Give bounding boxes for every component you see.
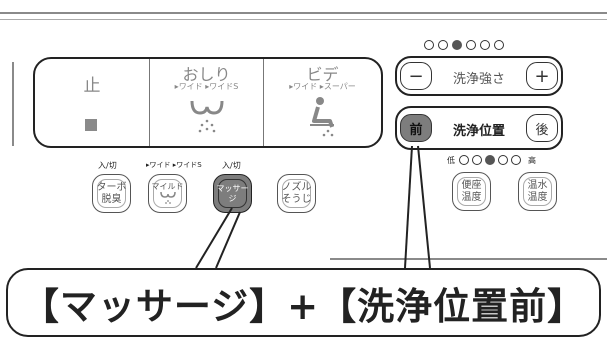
water-temp-label: 温度 — [527, 191, 548, 203]
mild-label: マイルド — [151, 181, 184, 191]
strength-dot — [494, 40, 504, 50]
mild-button[interactable]: マイルド — [148, 174, 187, 213]
callout-text: 【マッサージ】+【洗浄位置前】 — [21, 284, 586, 328]
bidet-label: ビデ — [306, 65, 339, 84]
left-frame-line — [12, 62, 14, 146]
strength-plus-button[interactable]: + — [526, 62, 558, 90]
strength-control: − 洗浄強さ + — [395, 56, 563, 96]
mild-spray-icon — [159, 192, 176, 204]
temp-level-indicator — [459, 155, 521, 165]
turbo-label: ターボ — [96, 182, 127, 193]
wide-label-mild: ▸ワイド ▸ワイドS — [146, 161, 202, 169]
seat-label: 便座 — [461, 180, 482, 191]
top-frame-line-1 — [0, 12, 607, 14]
strength-dot-active — [452, 40, 462, 50]
oshiri-label: おしり — [182, 65, 231, 84]
water-temp-button[interactable]: 温水 温度 — [518, 172, 557, 211]
stop-square-icon — [85, 119, 97, 131]
deodorize-label: 脱臭 — [101, 193, 122, 205]
position-label: 洗浄位置 — [452, 124, 505, 139]
strength-minus-button[interactable]: − — [400, 62, 432, 90]
bidet-spray-icon — [310, 97, 334, 137]
panel-divider — [263, 59, 264, 146]
top-frame-line-2 — [0, 19, 607, 20]
massage-button[interactable]: マッサージ — [213, 174, 252, 213]
seat-temp-label: 温度 — [461, 191, 482, 203]
instruction-callout: 【マッサージ】+【洗浄位置前】 — [6, 268, 601, 337]
massage-label: マッサージ — [216, 184, 249, 203]
strength-level-indicator — [424, 40, 504, 50]
position-control: 前 洗浄位置 後 — [395, 106, 563, 150]
temp-dot-active — [485, 155, 495, 165]
clean-label: そうじ — [281, 193, 312, 205]
seat-temp-button[interactable]: 便座 温度 — [452, 172, 491, 211]
strength-dot — [438, 40, 448, 50]
oshiri-spray-icon — [190, 100, 224, 133]
strength-label: 洗浄強さ — [452, 72, 505, 87]
strength-dot — [480, 40, 490, 50]
bidet-button[interactable]: ビデ ▸ワイド ▸スーパー — [264, 59, 381, 146]
position-back-button[interactable]: 後 — [526, 114, 558, 142]
bottom-frame-line — [330, 258, 607, 260]
temp-dot — [459, 155, 469, 165]
temp-dot — [472, 155, 482, 165]
stop-label: 止 — [83, 76, 101, 96]
strength-dot — [424, 40, 434, 50]
nozzle-label: ノズル — [281, 182, 312, 193]
panel-divider — [149, 59, 150, 146]
temp-dot — [511, 155, 521, 165]
strength-dot — [466, 40, 476, 50]
onoff-label-turbo: 入/切 — [98, 161, 117, 170]
oshiri-button[interactable]: おしり ▸ワイド ▸ワイドS — [150, 59, 263, 146]
position-front-button[interactable]: 前 — [400, 114, 432, 142]
bidet-sub-label: ▸ワイド ▸スーパー — [289, 82, 356, 91]
turbo-deodorize-button[interactable]: ターボ 脱臭 — [92, 174, 131, 213]
wash-mode-panel: 止 おしり ▸ワイド ▸ワイドS ビデ ▸ワイド ▸スーパー — [33, 57, 383, 148]
oshiri-sub-label: ▸ワイド ▸ワイドS — [174, 82, 239, 91]
temp-high-label: 高 — [528, 156, 536, 165]
temp-low-label: 低 — [447, 156, 455, 165]
temp-dot — [498, 155, 508, 165]
onoff-label-massage: 入/切 — [222, 161, 241, 170]
nozzle-clean-button[interactable]: ノズル そうじ — [277, 174, 316, 213]
stop-button[interactable]: 止 — [35, 59, 149, 146]
water-label: 温水 — [527, 180, 548, 191]
